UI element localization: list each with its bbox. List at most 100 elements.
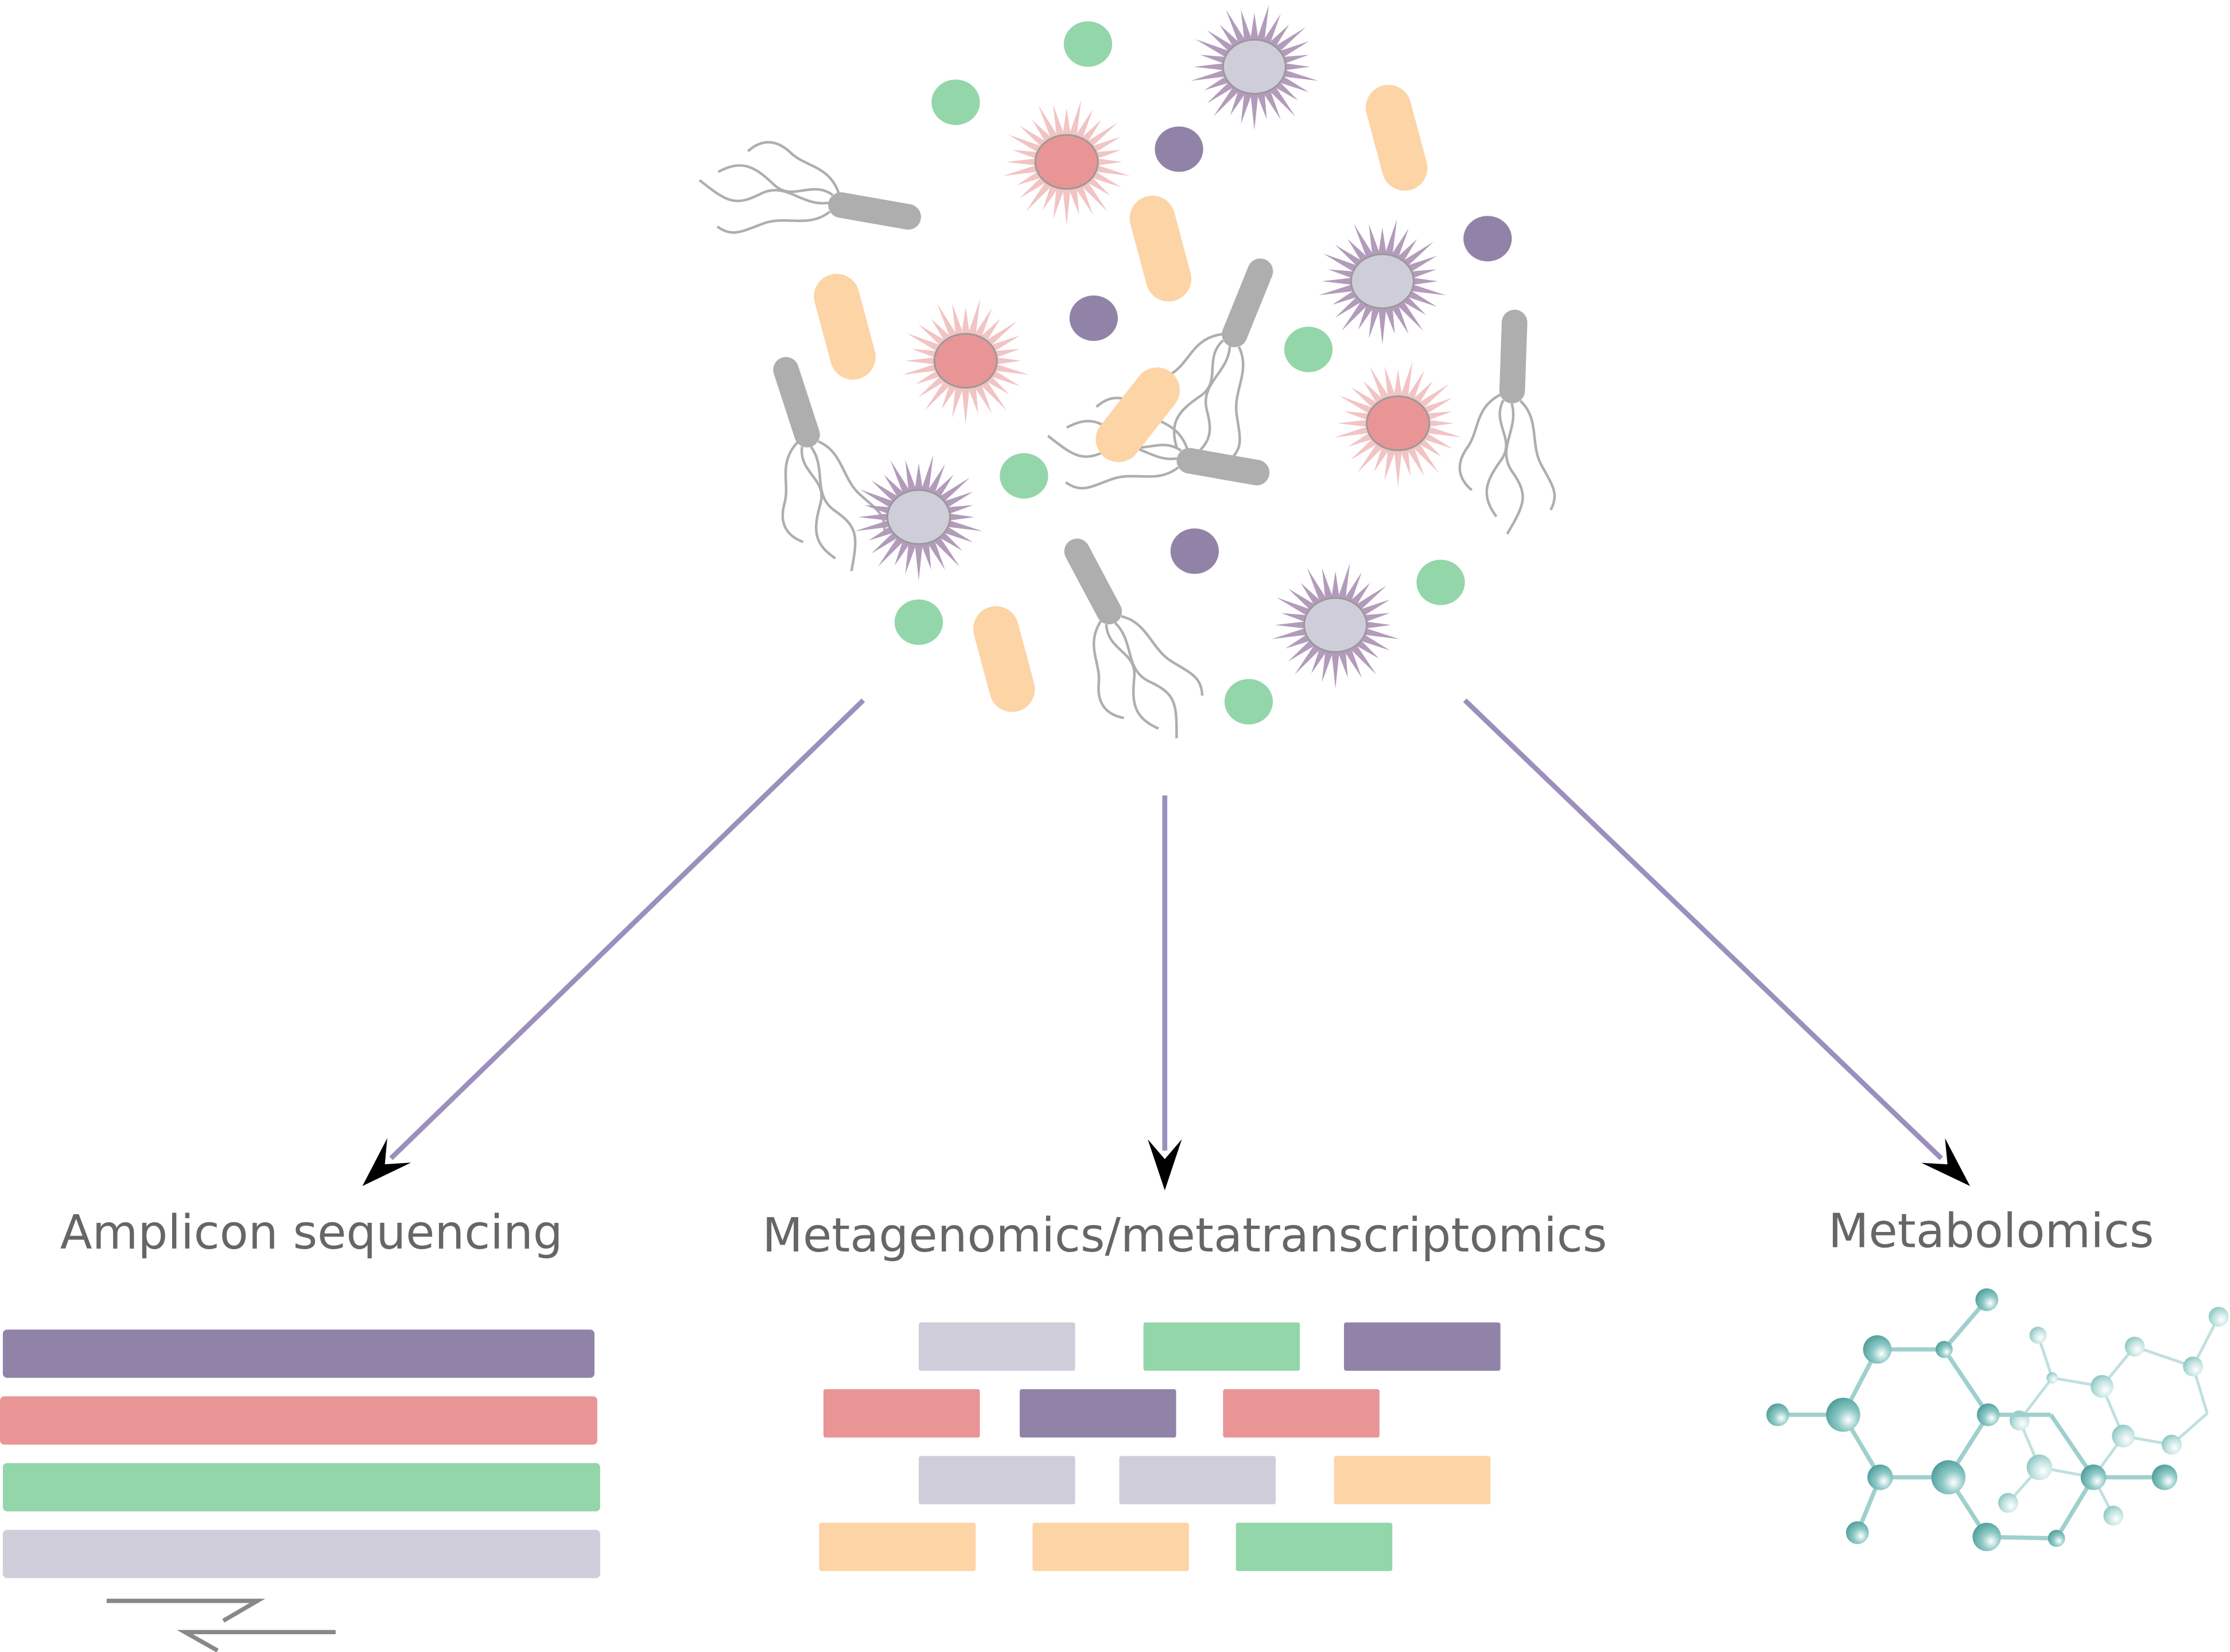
atom xyxy=(2029,1327,2047,1344)
coccus-icon xyxy=(1416,559,1465,605)
flagellum xyxy=(801,446,836,559)
cell-core xyxy=(1222,38,1287,95)
bond xyxy=(2134,1345,2194,1368)
flagellum xyxy=(781,441,804,543)
rod-body xyxy=(1499,309,1528,404)
flagellated-bacterium-icon xyxy=(1156,258,1273,469)
cell-core xyxy=(1366,395,1431,452)
coccus-icon xyxy=(1155,126,1203,172)
bacillus-icon xyxy=(1129,195,1192,302)
cell-core xyxy=(886,489,951,545)
flagellum xyxy=(747,141,840,194)
amplicon-read-bar xyxy=(2,1530,600,1579)
atom xyxy=(1998,1492,2018,1513)
sequence-read-block xyxy=(1223,1389,1380,1438)
microbial-community-illustration xyxy=(698,5,1556,738)
flagellated-bacterium-icon xyxy=(773,357,886,572)
bacillus-icon xyxy=(973,606,1035,712)
atom xyxy=(1976,1403,2000,1426)
amplicon-arrow xyxy=(362,698,865,1186)
coccus-icon xyxy=(1063,21,1113,67)
sequence-read-block xyxy=(823,1389,980,1438)
flagellated-bacterium-icon xyxy=(1458,309,1556,535)
sequence-read-block xyxy=(1236,1522,1393,1571)
atom xyxy=(2112,1424,2135,1448)
flagellated-bacterium-icon xyxy=(1064,538,1204,738)
reverse-primer-icon xyxy=(177,1630,336,1652)
spiky-microbe-icon xyxy=(1190,5,1318,130)
coccus-icon xyxy=(894,599,943,645)
forward-primer-icon xyxy=(106,1599,266,1623)
amplicon-sequencing-label: Amplicon sequencing xyxy=(60,1206,563,1260)
atom xyxy=(1931,1460,1966,1495)
cell-core xyxy=(1303,597,1368,653)
flagellum xyxy=(1092,620,1124,720)
atom xyxy=(2124,1336,2145,1357)
metabolomics-arrow xyxy=(1463,698,1970,1186)
spiky-microbe-icon xyxy=(902,299,1029,425)
arrowhead-icon xyxy=(1148,1139,1182,1191)
amplicon-read-bar xyxy=(0,1396,597,1445)
spiky-microbe-icon xyxy=(1334,362,1462,487)
sequence-read-block xyxy=(1032,1522,1189,1571)
flagellum xyxy=(1065,466,1179,490)
metagenomic-reads xyxy=(819,1322,1501,1571)
coccus-icon xyxy=(931,79,980,125)
flagellated-bacterium-icon xyxy=(698,141,921,234)
cell-core xyxy=(1034,134,1099,190)
atom xyxy=(2080,1464,2107,1490)
bacillus-icon xyxy=(1365,84,1428,191)
atom xyxy=(1867,1464,1893,1490)
sequence-read-block xyxy=(1143,1322,1300,1371)
bond xyxy=(1942,1348,1990,1416)
flagellum xyxy=(1114,621,1178,738)
atom xyxy=(2026,1454,2053,1480)
rod-body xyxy=(1064,538,1122,625)
amplicon-read-bar xyxy=(2,1463,600,1511)
arrow-shaft xyxy=(1463,698,1943,1160)
atom xyxy=(2048,1530,2065,1547)
atom xyxy=(2208,1307,2229,1327)
cell-core xyxy=(1350,253,1415,309)
amplicon-reads xyxy=(0,1330,600,1579)
metabolomics-label: Metabolomics xyxy=(1828,1204,2154,1259)
atom xyxy=(1863,1335,1892,1364)
flagellum xyxy=(716,211,831,234)
metagenomics-label: Metagenomics/metatranscriptomics xyxy=(762,1208,1607,1263)
metagenomics-arrow xyxy=(1148,795,1182,1191)
sequence-read-block xyxy=(918,1322,1075,1371)
atom xyxy=(2103,1506,2124,1526)
rod-body xyxy=(1222,258,1273,348)
flagellum xyxy=(1172,339,1224,448)
cell-core xyxy=(933,333,998,389)
sequence-read-block xyxy=(1334,1456,1491,1505)
atom xyxy=(1766,1403,1789,1426)
molecule-icon xyxy=(1766,1288,2229,1552)
flagellum xyxy=(1485,399,1508,518)
atom xyxy=(2091,1375,2114,1398)
rod-body xyxy=(1176,448,1270,485)
sequence-read-block xyxy=(1019,1389,1176,1438)
flagellum xyxy=(1229,346,1245,461)
atom xyxy=(2151,1464,2178,1490)
spiky-microbe-icon xyxy=(1272,563,1400,689)
atom xyxy=(1935,1340,1953,1358)
coccus-icon xyxy=(1000,453,1048,499)
atom xyxy=(1975,1288,1999,1311)
flagellum xyxy=(1519,399,1556,511)
sequence-read-block xyxy=(1344,1322,1501,1371)
flagellum xyxy=(717,164,834,196)
amplicon-read-bar xyxy=(2,1330,595,1378)
sequence-read-block xyxy=(1119,1456,1276,1505)
atom xyxy=(2046,1372,2058,1384)
primer-arrows-icon xyxy=(106,1599,336,1652)
flagellum xyxy=(1505,403,1524,535)
workflow-arrows xyxy=(362,698,1970,1191)
spiky-microbe-icon xyxy=(854,455,983,581)
sequence-read-block xyxy=(819,1522,976,1571)
flagellum xyxy=(1458,393,1502,491)
flagellum xyxy=(1105,624,1159,730)
spiky-microbe-icon xyxy=(1003,100,1130,226)
spiky-microbe-icon xyxy=(1318,219,1446,345)
